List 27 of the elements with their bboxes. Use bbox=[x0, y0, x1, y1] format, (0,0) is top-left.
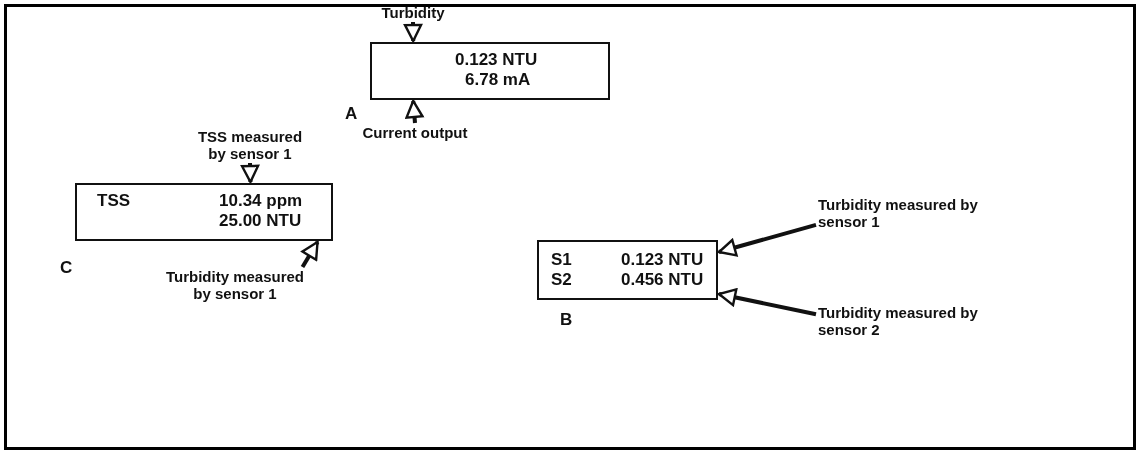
display-box bbox=[370, 42, 610, 100]
display-reading: 10.34 ppm bbox=[219, 191, 303, 210]
arrow bbox=[240, 162, 260, 184]
arrow bbox=[403, 21, 423, 43]
callout-label: Turbidity measured by sensor 2 bbox=[818, 304, 998, 338]
display-reading: 0.123 NTU bbox=[621, 250, 704, 269]
display-reading: 0.456 NTU bbox=[621, 270, 704, 289]
panel-letter: C bbox=[60, 258, 73, 278]
display-reading: 25.00 NTU bbox=[219, 211, 302, 230]
panel-letter: A bbox=[345, 104, 358, 124]
callout-label: Turbidity measured by sensor 1 bbox=[160, 268, 310, 302]
arrow bbox=[300, 240, 320, 269]
callout-label: Turbidity bbox=[370, 4, 456, 21]
display-reading: S2 bbox=[551, 270, 572, 289]
display-reading: 6.78 mA bbox=[465, 70, 531, 89]
callout-label: Turbidity measured by sensor 1 bbox=[818, 196, 998, 230]
callout-label: Current output bbox=[350, 124, 480, 141]
display-box bbox=[75, 183, 333, 241]
arrow bbox=[717, 222, 817, 257]
display-reading: TSS bbox=[97, 191, 131, 210]
display-box bbox=[537, 240, 718, 300]
arrow bbox=[717, 288, 817, 317]
panel-letter: B bbox=[560, 310, 573, 330]
callout-label: TSS measured by sensor 1 bbox=[190, 128, 310, 162]
arrow bbox=[405, 99, 424, 124]
display-reading: S1 bbox=[551, 250, 572, 269]
display-reading: 0.123 NTU bbox=[455, 50, 538, 69]
